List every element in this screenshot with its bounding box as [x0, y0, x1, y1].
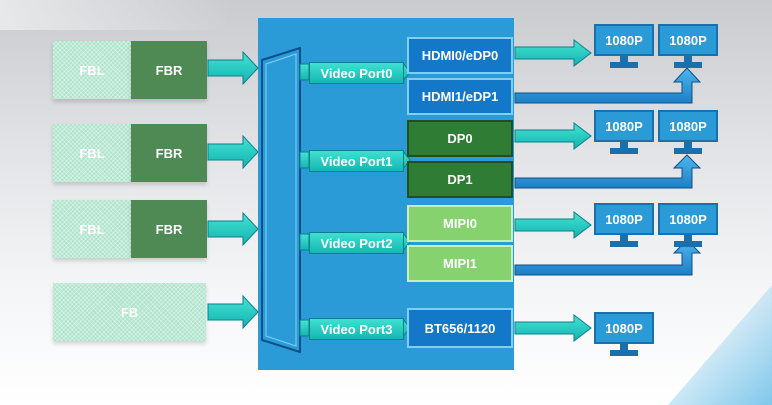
video-port-2: Video Port2 — [309, 232, 404, 254]
source-3: FB — [53, 283, 206, 341]
video-port-1: Video Port1 — [309, 150, 404, 172]
monitor-2b: 1080P — [658, 203, 718, 249]
source-0-left-label: FBL — [79, 62, 105, 78]
interface-dp0: DP0 — [407, 120, 513, 157]
source-1-right-label: FBR — [155, 145, 183, 161]
monitor-3-screen: 1080P — [594, 312, 654, 344]
source-0-right-label: FBR — [155, 62, 183, 78]
monitor-1a: 1080P — [594, 110, 654, 156]
source-2-left: FBL — [53, 200, 131, 258]
monitor-2a-screen: 1080P — [594, 203, 654, 235]
interface-bt656-1120: BT656/1120 — [407, 308, 513, 348]
interface-mipi0: MIPI0 — [407, 205, 513, 242]
source-1-left-label: FBL — [79, 145, 105, 161]
background-highlight — [0, 0, 230, 30]
source-1-left: FBL — [53, 124, 131, 182]
monitor-2a: 1080P — [594, 203, 654, 249]
interface-hdmi0-edp0: HDMI0/eDP0 — [407, 37, 513, 74]
interface-mipi1: MIPI1 — [407, 245, 513, 282]
monitor-0a-screen: 1080P — [594, 24, 654, 56]
interface-hdmi1-edp1: HDMI1/eDP1 — [407, 78, 513, 115]
source-3-label: FB — [120, 304, 139, 320]
monitor-0b: 1080P — [658, 24, 718, 70]
monitor-1b-screen: 1080P — [658, 110, 718, 142]
monitor-0a: 1080P — [594, 24, 654, 70]
monitor-2b-screen: 1080P — [658, 203, 718, 235]
interface-dp1: DP1 — [407, 161, 513, 198]
video-port-0: Video Port0 — [309, 62, 404, 84]
source-2-left-label: FBL — [79, 221, 105, 237]
source-2-right-label: FBR — [155, 221, 183, 237]
source-2-right: FBR — [131, 200, 207, 258]
monitor-0b-screen: 1080P — [658, 24, 718, 56]
source-1-right: FBR — [131, 124, 207, 182]
monitor-3: 1080P — [594, 312, 654, 358]
source-0-left: FBL — [53, 41, 131, 99]
monitor-1a-screen: 1080P — [594, 110, 654, 142]
monitor-1b: 1080P — [658, 110, 718, 156]
mux-selector — [261, 46, 301, 354]
video-port-3: Video Port3 — [309, 318, 404, 340]
source-arrows — [207, 50, 259, 330]
source-0-right: FBR — [131, 41, 207, 99]
